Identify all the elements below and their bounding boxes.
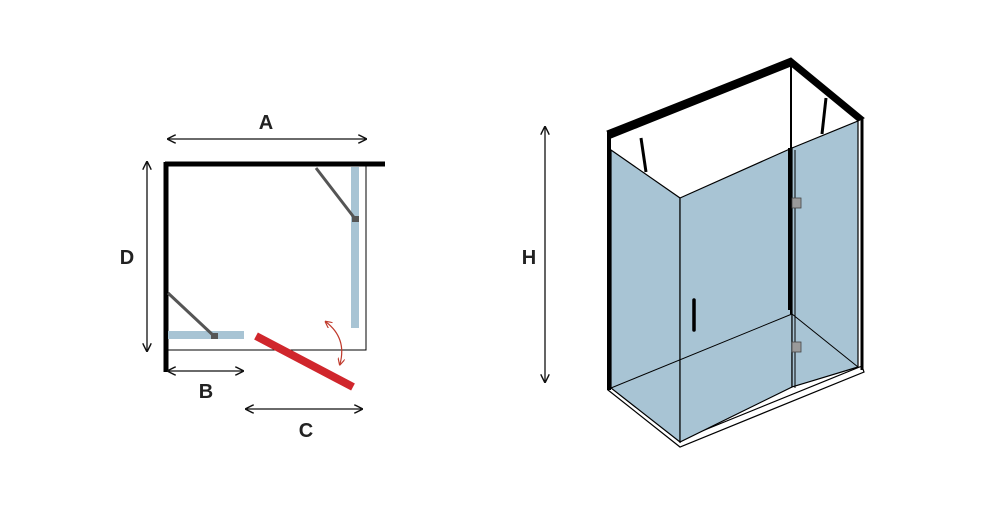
lower-hinge — [791, 341, 802, 353]
right-bracket-clamp — [352, 216, 359, 222]
right-panel-bracket — [314, 167, 358, 221]
dimension-b-label: B — [199, 381, 213, 403]
dimension-a-label: A — [259, 112, 273, 134]
dimension-d-label: D — [120, 247, 134, 269]
front-fixed-glass-panel-3d — [679, 147, 793, 443]
dimension-h-label: H — [522, 247, 536, 269]
right-support-bar — [820, 97, 828, 135]
hinged-door-open — [254, 332, 355, 391]
hinged-door-panel — [791, 120, 859, 388]
tray-inner-edge-left — [610, 313, 793, 389]
left-support-bar — [639, 137, 648, 173]
upper-hinge — [791, 197, 802, 209]
right-fixed-glass-panel — [351, 167, 359, 328]
perspective-view: H — [522, 57, 865, 448]
door-swing-arrow — [326, 322, 342, 364]
front-bracket-clamp — [211, 333, 218, 339]
plan-view: A D B C — [120, 112, 385, 442]
dimension-c-label: C — [299, 420, 313, 442]
front-panel-bracket — [166, 291, 217, 339]
tray-inner-edge-right — [791, 313, 859, 368]
front-fixed-glass-panel — [168, 331, 244, 339]
